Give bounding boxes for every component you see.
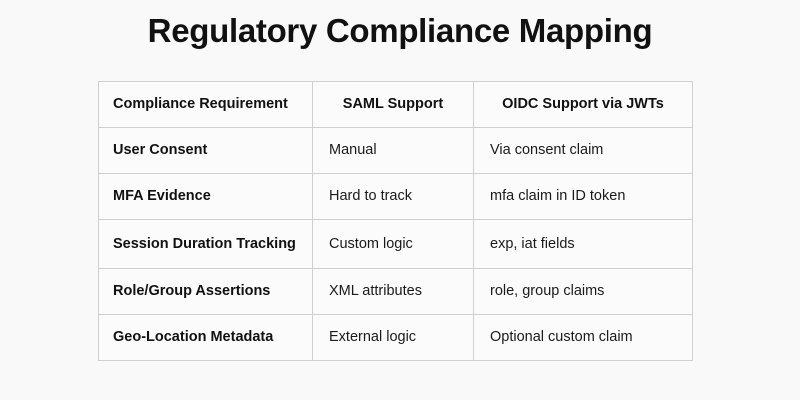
table-body: User Consent Manual Via consent claim MF… bbox=[98, 127, 693, 361]
cell-saml: Custom logic bbox=[312, 219, 474, 269]
cell-requirement: MFA Evidence bbox=[98, 173, 313, 220]
cell-oidc: mfa claim in ID token bbox=[473, 173, 693, 220]
cell-oidc: Optional custom claim bbox=[473, 314, 693, 361]
cell-requirement: User Consent bbox=[98, 127, 313, 174]
cell-saml: External logic bbox=[312, 314, 474, 361]
cell-oidc: role, group claims bbox=[473, 268, 693, 315]
cell-requirement: Geo-Location Metadata bbox=[98, 314, 313, 361]
header-oidc-support: OIDC Support via JWTs bbox=[473, 81, 693, 128]
cell-saml: Manual bbox=[312, 127, 474, 174]
table-row: MFA Evidence Hard to track mfa claim in … bbox=[98, 173, 693, 220]
header-row: Compliance Requirement SAML Support OIDC… bbox=[98, 81, 693, 128]
cell-requirement: Role/Group Assertions bbox=[98, 268, 313, 315]
table-header: Compliance Requirement SAML Support OIDC… bbox=[98, 81, 693, 128]
header-compliance-requirement: Compliance Requirement bbox=[98, 81, 313, 128]
cell-oidc: exp, iat fields bbox=[473, 219, 693, 269]
table-row: Geo-Location Metadata External logic Opt… bbox=[98, 314, 693, 361]
page-title: Regulatory Compliance Mapping bbox=[147, 12, 653, 49]
compliance-mapping-table: Compliance Requirement SAML Support OIDC… bbox=[98, 81, 693, 361]
table-row: Session Duration Tracking Custom logic e… bbox=[98, 219, 693, 269]
header-saml-support: SAML Support bbox=[312, 81, 474, 128]
cell-saml: XML attributes bbox=[312, 268, 474, 315]
table-row: User Consent Manual Via consent claim bbox=[98, 127, 693, 174]
cell-oidc: Via consent claim bbox=[473, 127, 693, 174]
cell-saml: Hard to track bbox=[312, 173, 474, 220]
compliance-table-container: Compliance Requirement SAML Support OIDC… bbox=[98, 81, 693, 361]
table-row: Role/Group Assertions XML attributes rol… bbox=[98, 268, 693, 315]
cell-requirement: Session Duration Tracking bbox=[98, 219, 313, 269]
